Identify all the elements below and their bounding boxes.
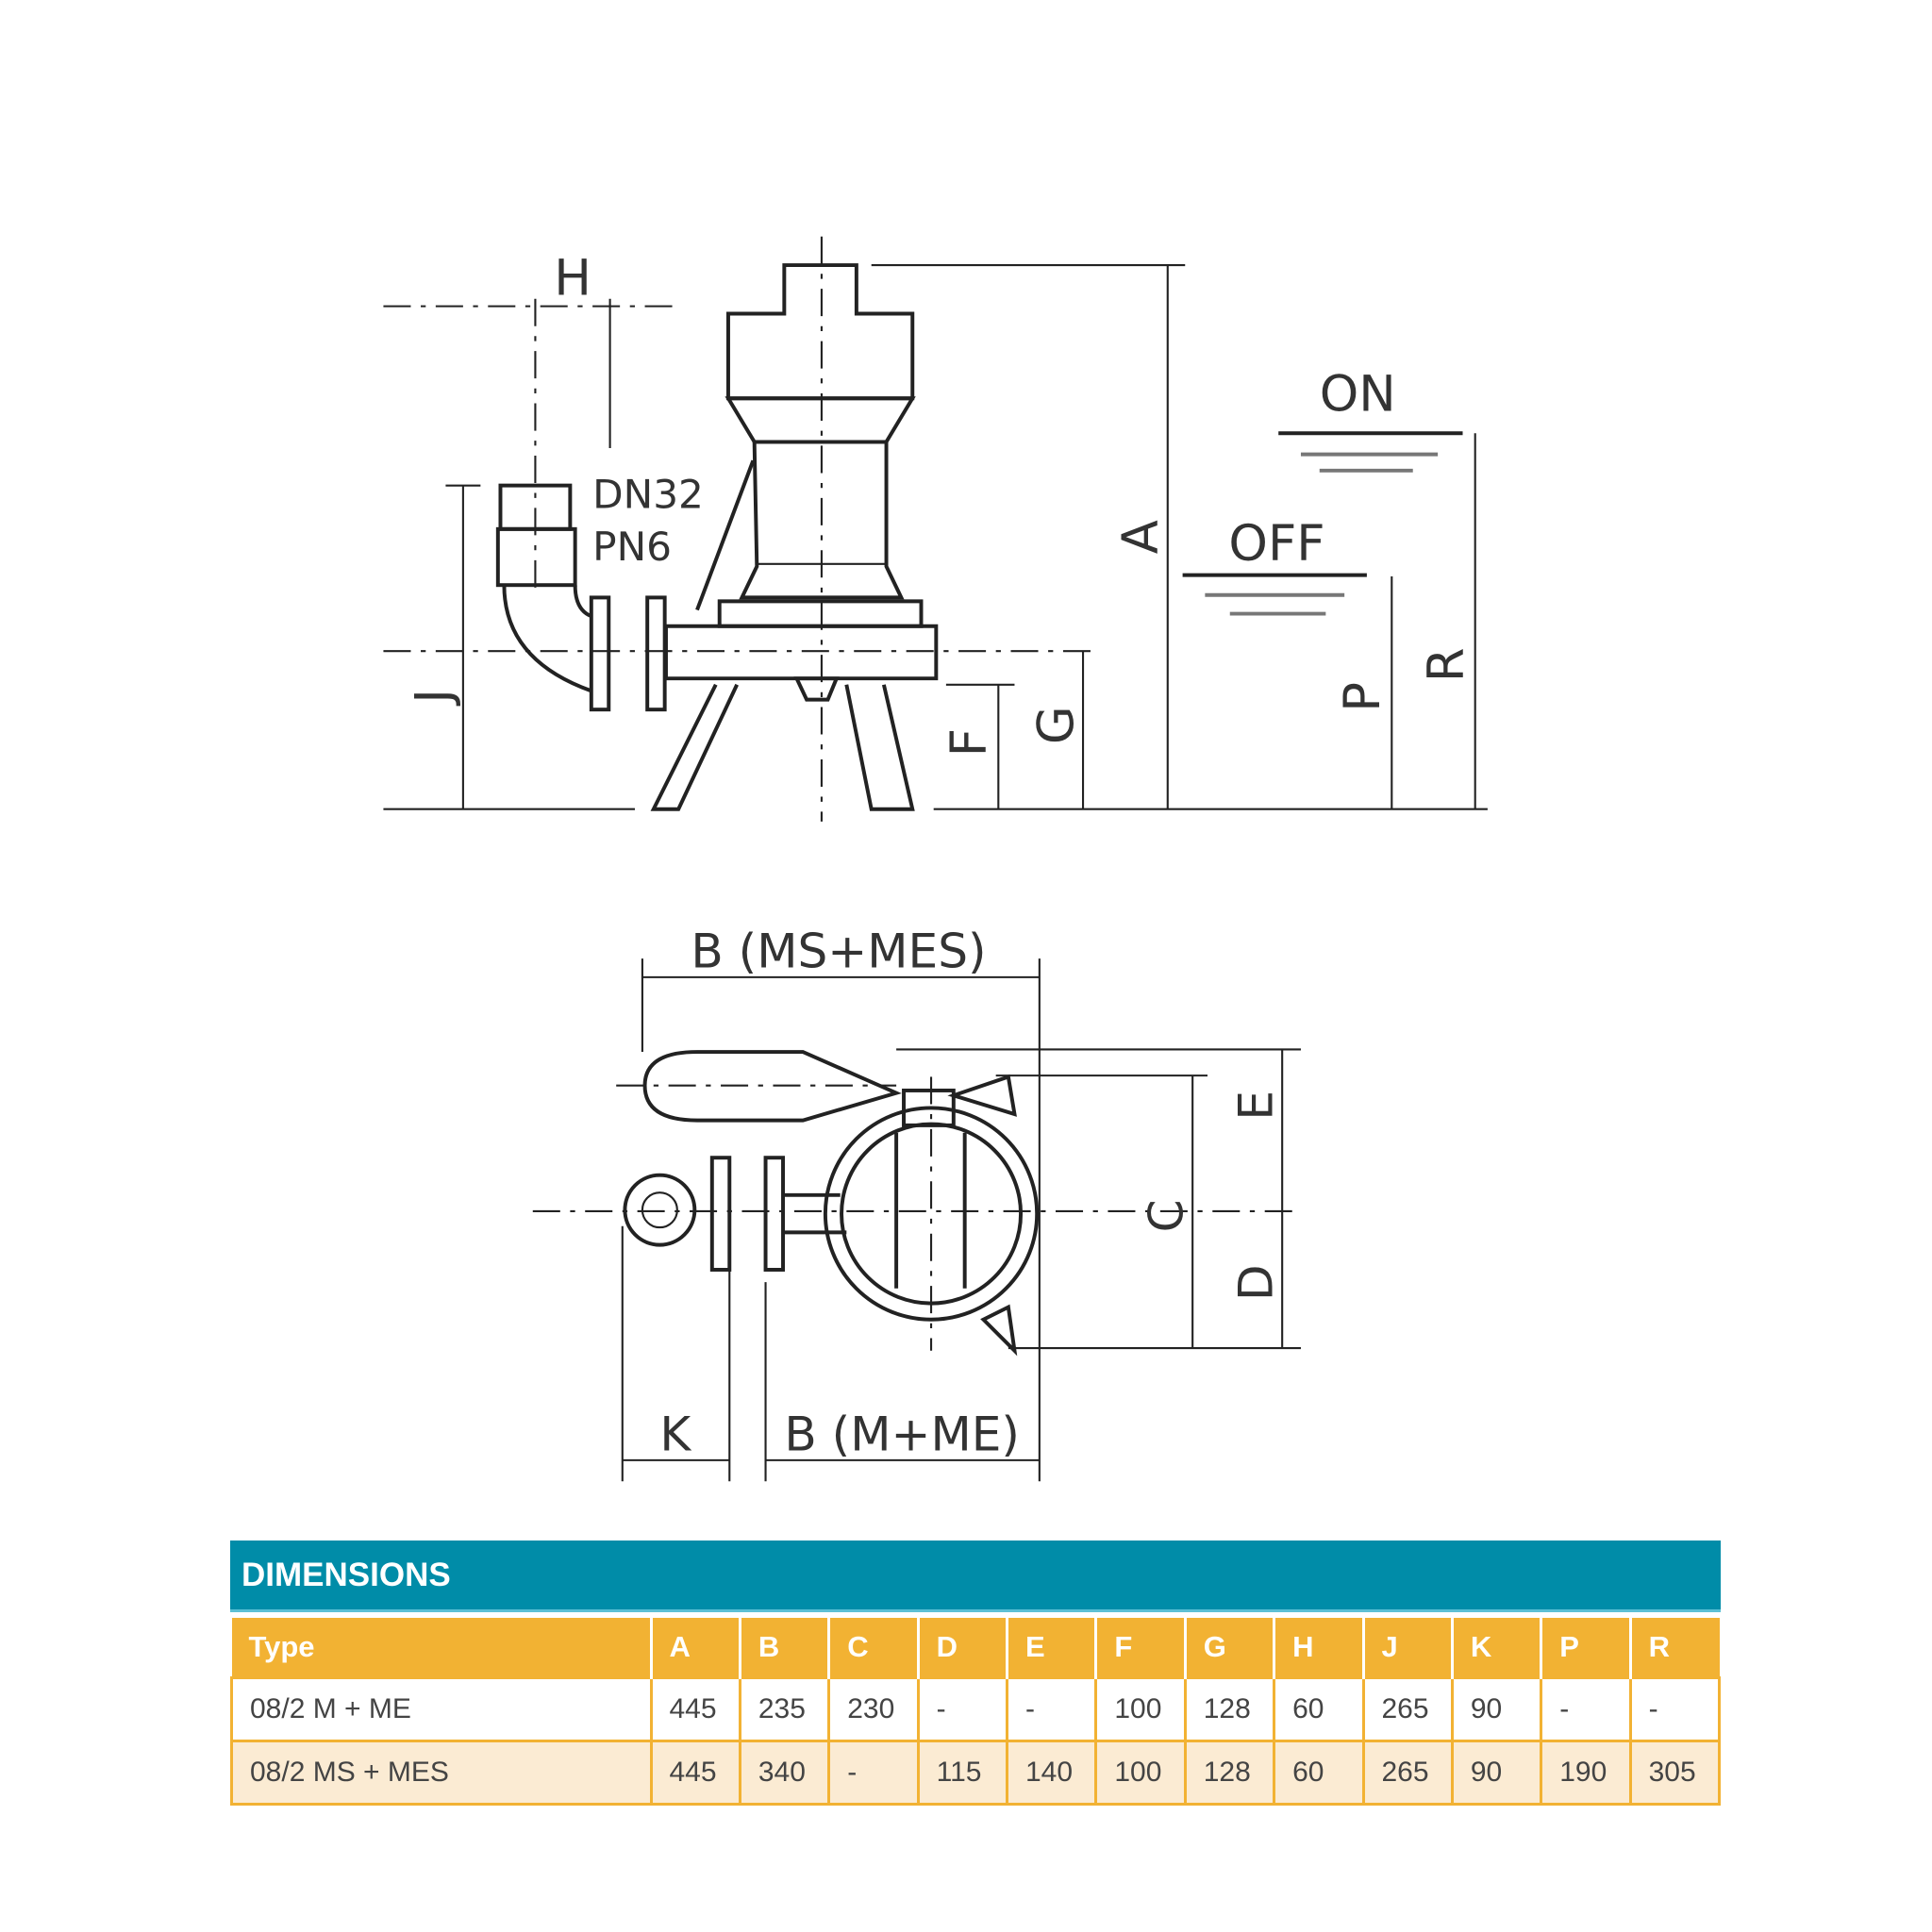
value-cell: - (827, 1740, 920, 1806)
column-header: P (1540, 1618, 1631, 1678)
value-cell: 90 (1450, 1740, 1543, 1806)
column-header: J (1361, 1618, 1453, 1678)
pump-side-view: H DN32 PN6 ON OFF A J F G P R (383, 236, 1488, 822)
column-header: C (827, 1618, 919, 1678)
column-header: D (916, 1618, 1008, 1678)
label-J: J (406, 689, 463, 707)
value-cell: 60 (1273, 1676, 1365, 1742)
value-cell: 235 (738, 1676, 831, 1742)
column-header: E (1005, 1618, 1096, 1678)
label-D: D (1228, 1264, 1284, 1301)
label-G: G (1027, 706, 1085, 744)
value-cell: 340 (738, 1740, 831, 1806)
type-cell: 08/2 M + ME (230, 1676, 653, 1742)
value-cell: 128 (1183, 1740, 1276, 1806)
value-cell: 100 (1094, 1676, 1187, 1742)
value-cell: 265 (1361, 1740, 1454, 1806)
value-cell: 445 (649, 1676, 741, 1742)
column-header: B (738, 1618, 829, 1678)
label-H: H (554, 250, 591, 308)
column-header: K (1450, 1618, 1541, 1678)
value-cell: 230 (827, 1676, 920, 1742)
value-cell: 100 (1094, 1740, 1187, 1806)
column-header: A (649, 1618, 741, 1678)
label-P: P (1334, 682, 1391, 712)
value-cell: 90 (1450, 1676, 1543, 1742)
value-cell: 140 (1005, 1740, 1098, 1806)
label-E: E (1228, 1091, 1284, 1121)
column-header: G (1183, 1618, 1274, 1678)
value-cell: 445 (649, 1740, 741, 1806)
label-OFF: OFF (1228, 515, 1324, 573)
column-header: R (1628, 1618, 1720, 1678)
column-header: F (1094, 1618, 1186, 1678)
value-cell: 305 (1628, 1740, 1722, 1806)
label-B-M-ME: B (M+ME) (784, 1406, 1020, 1461)
label-A: A (1112, 520, 1170, 554)
value-cell: 60 (1273, 1740, 1365, 1806)
value-cell: - (1628, 1676, 1722, 1742)
pump-top-view: B (MS+MES) B (M+ME) K E C D (532, 923, 1301, 1482)
value-cell: - (1540, 1676, 1632, 1742)
label-K: K (659, 1406, 691, 1461)
type-cell: 08/2 MS + MES (230, 1740, 653, 1806)
column-header: H (1273, 1618, 1363, 1678)
column-header: Type (231, 1618, 651, 1678)
label-ON: ON (1320, 365, 1396, 423)
label-C: C (1139, 1199, 1194, 1232)
value-cell: 190 (1540, 1740, 1632, 1806)
label-PN6: PN6 (592, 524, 672, 570)
label-DN32: DN32 (592, 471, 704, 517)
label-R: R (1418, 647, 1475, 682)
value-cell: 265 (1361, 1676, 1454, 1742)
label-F: F (941, 728, 998, 757)
label-B-MS-MES: B (MS+MES) (691, 923, 986, 978)
value-cell: 115 (916, 1740, 1009, 1806)
value-cell: - (1005, 1676, 1098, 1742)
value-cell: 128 (1183, 1676, 1276, 1742)
dimensions-title: DIMENSIONS (230, 1541, 1721, 1612)
value-cell: - (916, 1676, 1009, 1742)
